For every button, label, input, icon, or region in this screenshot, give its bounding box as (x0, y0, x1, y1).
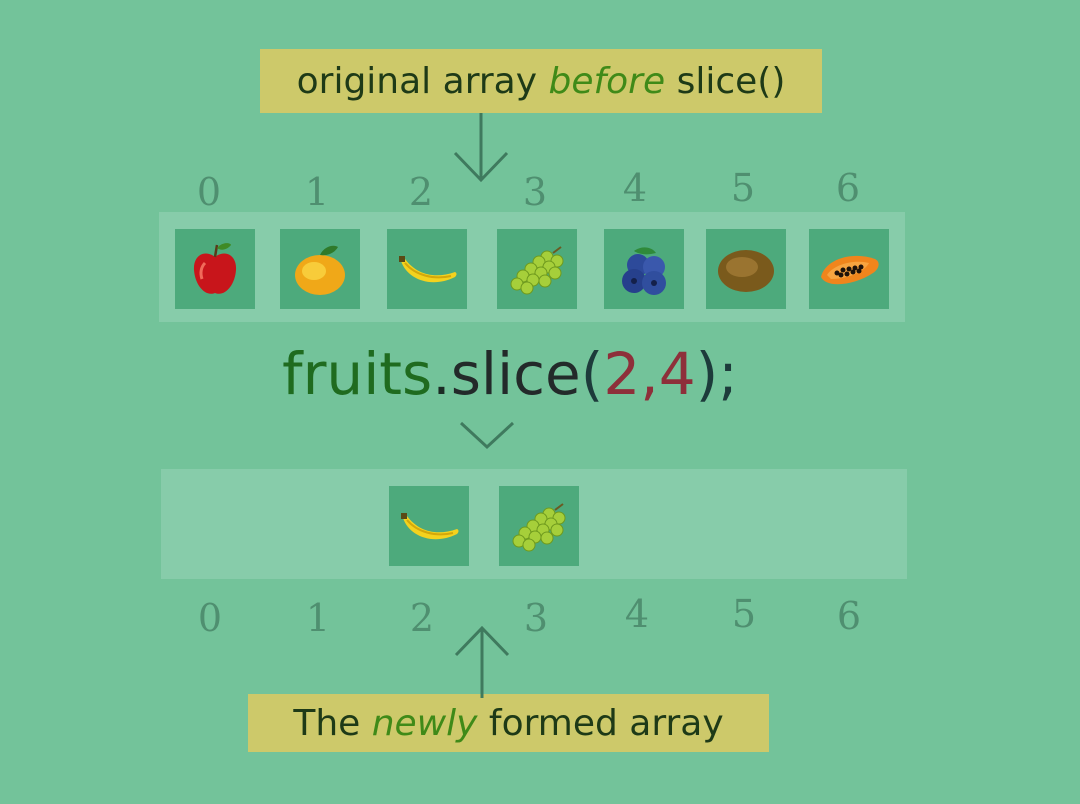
apple-icon (193, 243, 237, 294)
bottom-label-pre: The (293, 702, 372, 744)
bottom-index-4: 4 (624, 592, 650, 636)
code-comma: , (640, 340, 659, 408)
top-index-0: 0 (196, 170, 222, 214)
tile-kiwi (706, 229, 786, 309)
down-arrow-icon (453, 113, 509, 183)
tile-mango (280, 229, 360, 309)
bottom-index-2: 2 (409, 596, 435, 640)
banana-icon (399, 256, 457, 283)
bottom-index-5: 5 (731, 592, 757, 636)
code-expression: fruits.slice(2,4); (0, 340, 1020, 408)
grapes-icon (512, 503, 566, 552)
tile-grapes (497, 229, 577, 309)
top-index-3: 3 (522, 170, 548, 214)
code-close: ); (695, 340, 738, 408)
bottom-index-3: 3 (523, 596, 549, 640)
result-tile-banana (389, 486, 469, 566)
code-dot: . (432, 340, 451, 408)
grapes-icon (510, 246, 564, 295)
tile-apple (175, 229, 255, 309)
code-object: fruits (282, 340, 433, 408)
bottom-index-1: 1 (305, 596, 331, 640)
tile-papaya (809, 229, 889, 309)
top-index-4: 4 (622, 166, 648, 210)
top-label-post: slice() (665, 60, 786, 102)
bottom-index-6: 6 (836, 594, 862, 638)
result-tile-grapes (499, 486, 579, 566)
bottom-label-post: formed array (477, 702, 724, 744)
papaya-icon (821, 255, 879, 285)
bottom-label-emphasis: newly (371, 702, 478, 744)
code-open-paren: ( (580, 340, 604, 408)
top-label-pre: original array (296, 60, 549, 102)
kiwi-icon (718, 250, 774, 292)
bottom-label: The newly formed array (248, 694, 769, 752)
top-index-2: 2 (408, 170, 434, 214)
top-label-emphasis: before (548, 60, 666, 102)
top-index-6: 6 (835, 166, 861, 210)
chevron-down-icon (459, 421, 515, 450)
code-arg-end: 4 (658, 340, 696, 408)
mango-icon (295, 245, 345, 295)
top-index-1: 1 (304, 170, 330, 214)
tile-blueberries (604, 229, 684, 309)
code-arg-start: 2 (603, 340, 641, 408)
code-method: slice (450, 340, 581, 408)
blueberries-icon (622, 247, 666, 295)
tile-banana (387, 229, 467, 309)
banana-icon (401, 513, 459, 540)
top-label: original array before slice() (260, 49, 822, 113)
bottom-index-0: 0 (197, 596, 223, 640)
top-index-5: 5 (730, 166, 756, 210)
up-arrow-icon (454, 625, 510, 698)
